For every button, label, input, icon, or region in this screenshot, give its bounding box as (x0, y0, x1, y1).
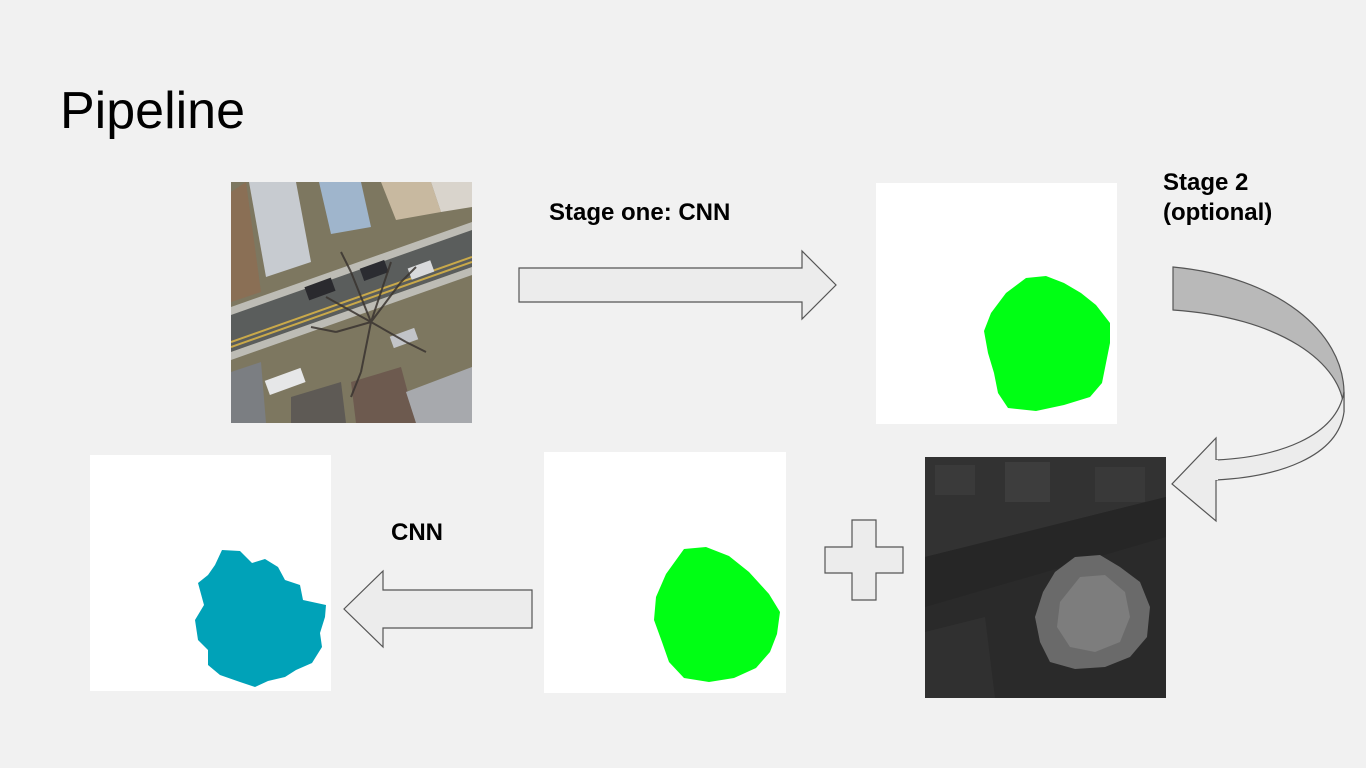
output-mask-image (90, 455, 331, 691)
curved-arrow-icon (1168, 262, 1354, 526)
stage-two-label: Stage 2 (optional) (1163, 168, 1272, 228)
right-arrow-icon (516, 248, 840, 322)
stage1-mask-image (876, 183, 1117, 424)
cnn-label: CNN (391, 519, 443, 546)
aerial-image (231, 182, 472, 423)
stage-one-label: Stage one: CNN (549, 199, 731, 226)
slide-title: Pipeline (60, 82, 246, 140)
plus-icon (823, 518, 907, 604)
stage-two-label-line2: (optional) (1163, 199, 1273, 226)
input-mask-image (544, 452, 786, 693)
depth-map-image (925, 457, 1166, 698)
stage-two-label-line1: Stage 2 (1163, 169, 1249, 196)
left-arrow-icon (341, 568, 535, 650)
